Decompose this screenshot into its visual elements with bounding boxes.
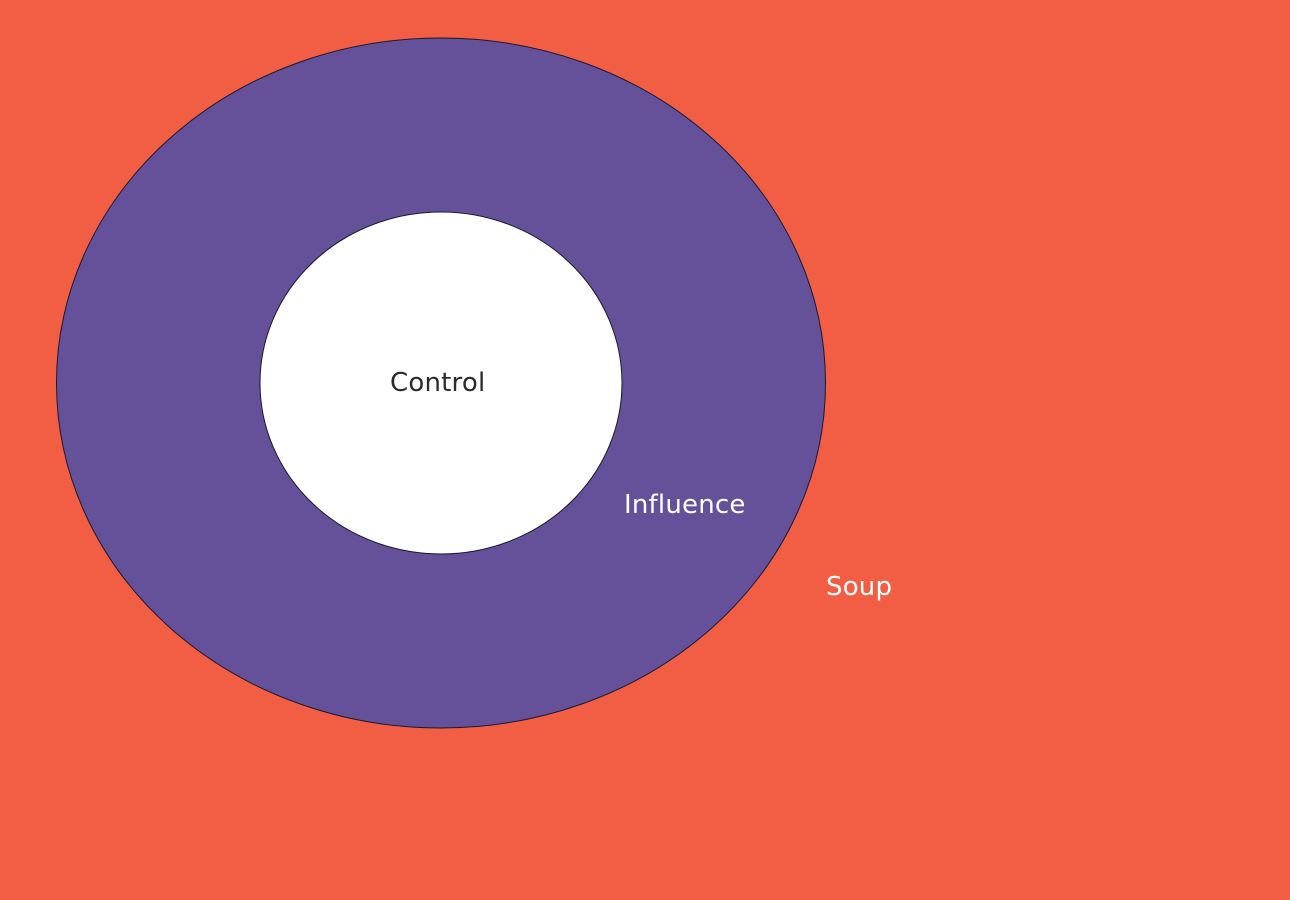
soup-label: Soup [826,572,893,602]
influence-label: Influence [624,490,746,520]
control-circle [259,211,623,555]
control-label: Control [390,368,486,398]
